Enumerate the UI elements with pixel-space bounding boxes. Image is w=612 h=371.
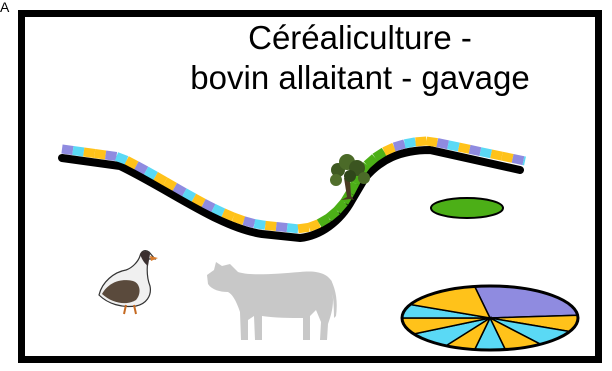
band-segment xyxy=(184,192,194,197)
band-segment xyxy=(367,158,375,165)
band-segment xyxy=(405,142,416,144)
band-segment xyxy=(127,160,137,165)
band-segment xyxy=(116,157,126,161)
band-segment xyxy=(233,217,243,221)
band-segment xyxy=(194,198,204,203)
band-segment xyxy=(437,143,448,145)
band-segment xyxy=(350,183,355,193)
band-segment xyxy=(165,181,175,186)
cow-icon xyxy=(207,262,337,340)
band-segment xyxy=(265,225,276,226)
band-segment xyxy=(394,144,405,147)
band-segment xyxy=(416,141,427,142)
band-segment xyxy=(319,218,328,224)
band-segment xyxy=(426,141,437,142)
band-segment xyxy=(309,223,319,227)
band-segment xyxy=(287,228,298,229)
band-segment xyxy=(62,149,73,151)
band-segment xyxy=(491,154,502,156)
band-segment xyxy=(213,208,223,213)
tree-icon xyxy=(330,154,370,200)
band-segment xyxy=(156,176,166,181)
goose-icon xyxy=(99,251,158,314)
band-segment xyxy=(146,171,156,176)
band-segment xyxy=(513,158,524,160)
field-pie-icon xyxy=(402,286,578,350)
band-segment xyxy=(337,202,344,210)
pie-wedge xyxy=(475,286,578,318)
band-segment xyxy=(106,155,117,157)
band-segment xyxy=(136,165,146,170)
band-segment xyxy=(298,227,309,228)
band-segment xyxy=(73,151,84,153)
band-segment xyxy=(95,154,106,156)
green-plot-icon xyxy=(431,198,503,218)
band-segment xyxy=(204,203,214,208)
band-segment xyxy=(384,147,394,152)
band-segment xyxy=(470,149,481,151)
band-segment xyxy=(480,152,491,154)
band-segment xyxy=(448,145,459,147)
band-segment xyxy=(329,211,337,218)
band-segment xyxy=(223,213,233,217)
band-segment xyxy=(254,224,265,226)
band-segment xyxy=(459,147,470,149)
band-segment xyxy=(502,156,513,158)
band-segment xyxy=(276,226,287,227)
band-segment xyxy=(375,152,384,158)
band-segment xyxy=(244,221,255,224)
band-segment xyxy=(84,152,95,154)
band-segment xyxy=(175,187,185,192)
